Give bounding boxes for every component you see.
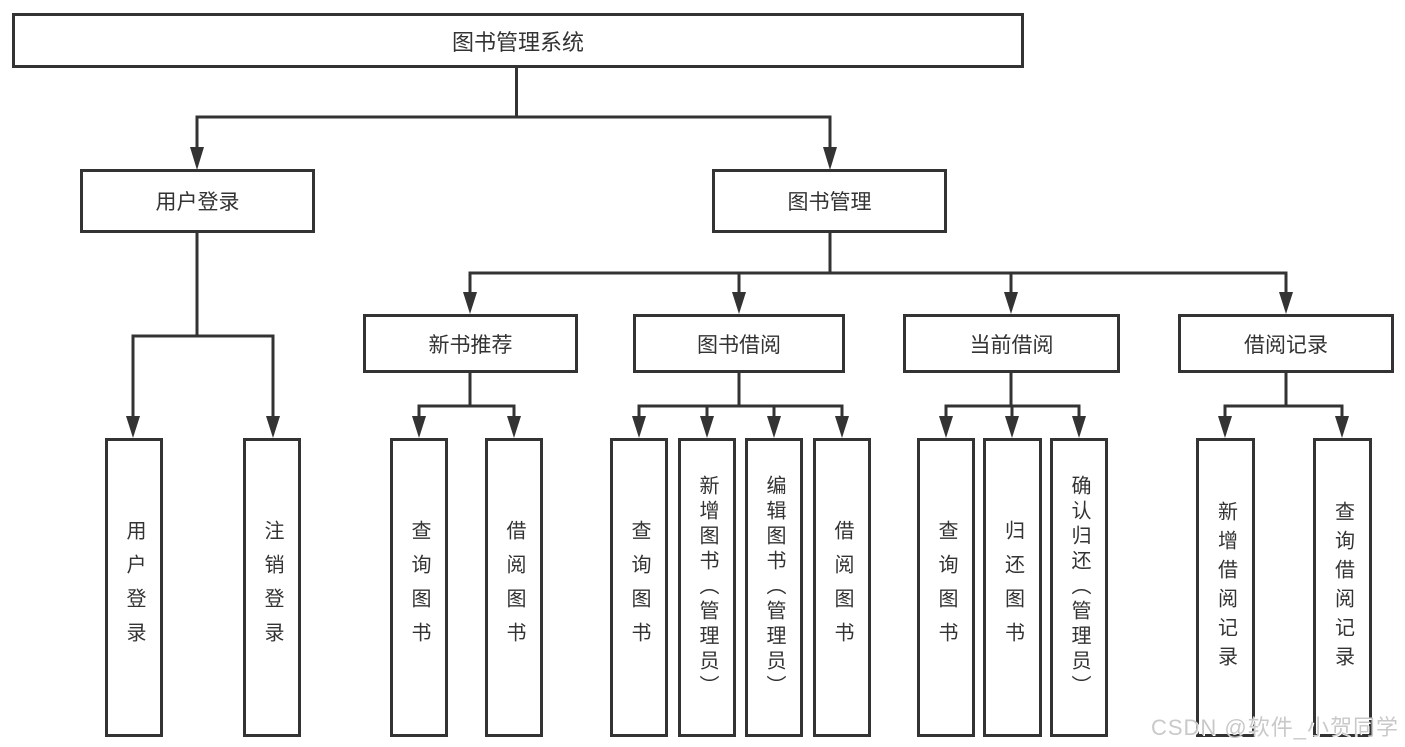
node-label: 查询图书 [628, 519, 650, 656]
connector-user-login-to-leaves [131, 233, 275, 418]
connector-borrow-records-to-leaves [1223, 373, 1344, 418]
csdn-watermark: CSDN @软件_小贺同学 [1150, 715, 1399, 740]
node-book-borrowing: 图书借阅 [633, 314, 845, 373]
arrow-down-icon [823, 147, 837, 170]
node-label: 新增图书（管理员） [696, 475, 718, 700]
arrow-down-icon [190, 147, 204, 170]
node-book-management-module: 图书管理 [712, 169, 947, 233]
arrow-down-icon [1218, 416, 1232, 438]
arrow-down-icon [732, 292, 746, 314]
arrow-down-icon [1005, 416, 1019, 438]
arrowheads [126, 147, 1349, 438]
connector-book-mgmt-to-level3 [468, 233, 1288, 294]
arrow-down-icon [632, 416, 646, 438]
node-label: 借阅记录 [1244, 333, 1328, 357]
node-label: 注销登录 [261, 519, 283, 656]
node-label: 新书推荐 [428, 333, 513, 357]
node-label: 编辑图书（管理员） [763, 475, 785, 700]
node-label: 借阅图书 [503, 519, 525, 656]
arrow-down-icon [1279, 292, 1293, 314]
node-label: 用户登录 [123, 519, 145, 656]
arrow-down-icon [412, 416, 426, 438]
connector-new-books-to-leaves [417, 373, 516, 418]
node-label: 归还图书 [1001, 519, 1024, 656]
leaf-borrow-books-recommend: 借阅图书 [485, 438, 543, 737]
node-label: 图书管理 [787, 191, 872, 214]
node-label: 当前借阅 [969, 333, 1054, 357]
arrow-down-icon [507, 416, 521, 438]
node-label: 查询借阅记录 [1331, 500, 1354, 675]
node-borrowing-records: 借阅记录 [1178, 314, 1394, 373]
node-label: 图书管理系统 [451, 29, 584, 55]
node-library-management-system: 图书管理系统 [12, 13, 1024, 68]
node-label: 借阅图书 [831, 519, 853, 656]
arrow-down-icon [767, 416, 781, 438]
connector-root-to-level2 [195, 68, 832, 150]
node-current-borrowing: 当前借阅 [903, 314, 1120, 373]
arrow-down-icon [266, 416, 280, 438]
node-label: 确认归还（管理员） [1068, 475, 1090, 700]
node-label: 用户登录 [155, 191, 240, 214]
arrow-down-icon [1072, 416, 1086, 438]
node-label: 查询图书 [935, 519, 957, 656]
node-label: 查询图书 [408, 519, 430, 656]
connector-book-borrow-to-leaves [637, 373, 844, 418]
arrow-down-icon [939, 416, 953, 438]
leaf-edit-books-admin: 编辑图书（管理员） [745, 438, 803, 737]
node-label: 新增借阅记录 [1214, 500, 1237, 675]
leaf-borrow-books: 借阅图书 [813, 438, 871, 737]
arrow-down-icon [126, 416, 140, 438]
connector-current-borrow-to-leaves [944, 373, 1081, 418]
node-new-book-recommendation: 新书推荐 [363, 314, 578, 373]
arrow-down-icon [1335, 416, 1349, 438]
arrow-down-icon [835, 416, 849, 438]
arrow-down-icon [1004, 292, 1018, 314]
arrow-down-icon [700, 416, 714, 438]
leaf-user-login: 用户登录 [105, 438, 163, 737]
leaf-logout: 注销登录 [243, 438, 301, 737]
arrow-down-icon [463, 292, 477, 314]
leaf-return-books: 归还图书 [983, 438, 1042, 737]
leaf-add-books-admin: 新增图书（管理员） [678, 438, 736, 737]
node-user-login-module: 用户登录 [80, 169, 315, 233]
leaf-query-books-borrow: 查询图书 [610, 438, 668, 737]
leaf-add-borrow-record: 新增借阅记录 [1196, 438, 1255, 737]
leaf-query-borrow-record: 查询借阅记录 [1313, 438, 1372, 737]
leaf-query-books-recommend: 查询图书 [390, 438, 448, 737]
leaf-confirm-return-admin: 确认归还（管理员） [1050, 438, 1108, 737]
node-label: 图书借阅 [697, 333, 781, 357]
leaf-query-books-current: 查询图书 [917, 438, 975, 737]
